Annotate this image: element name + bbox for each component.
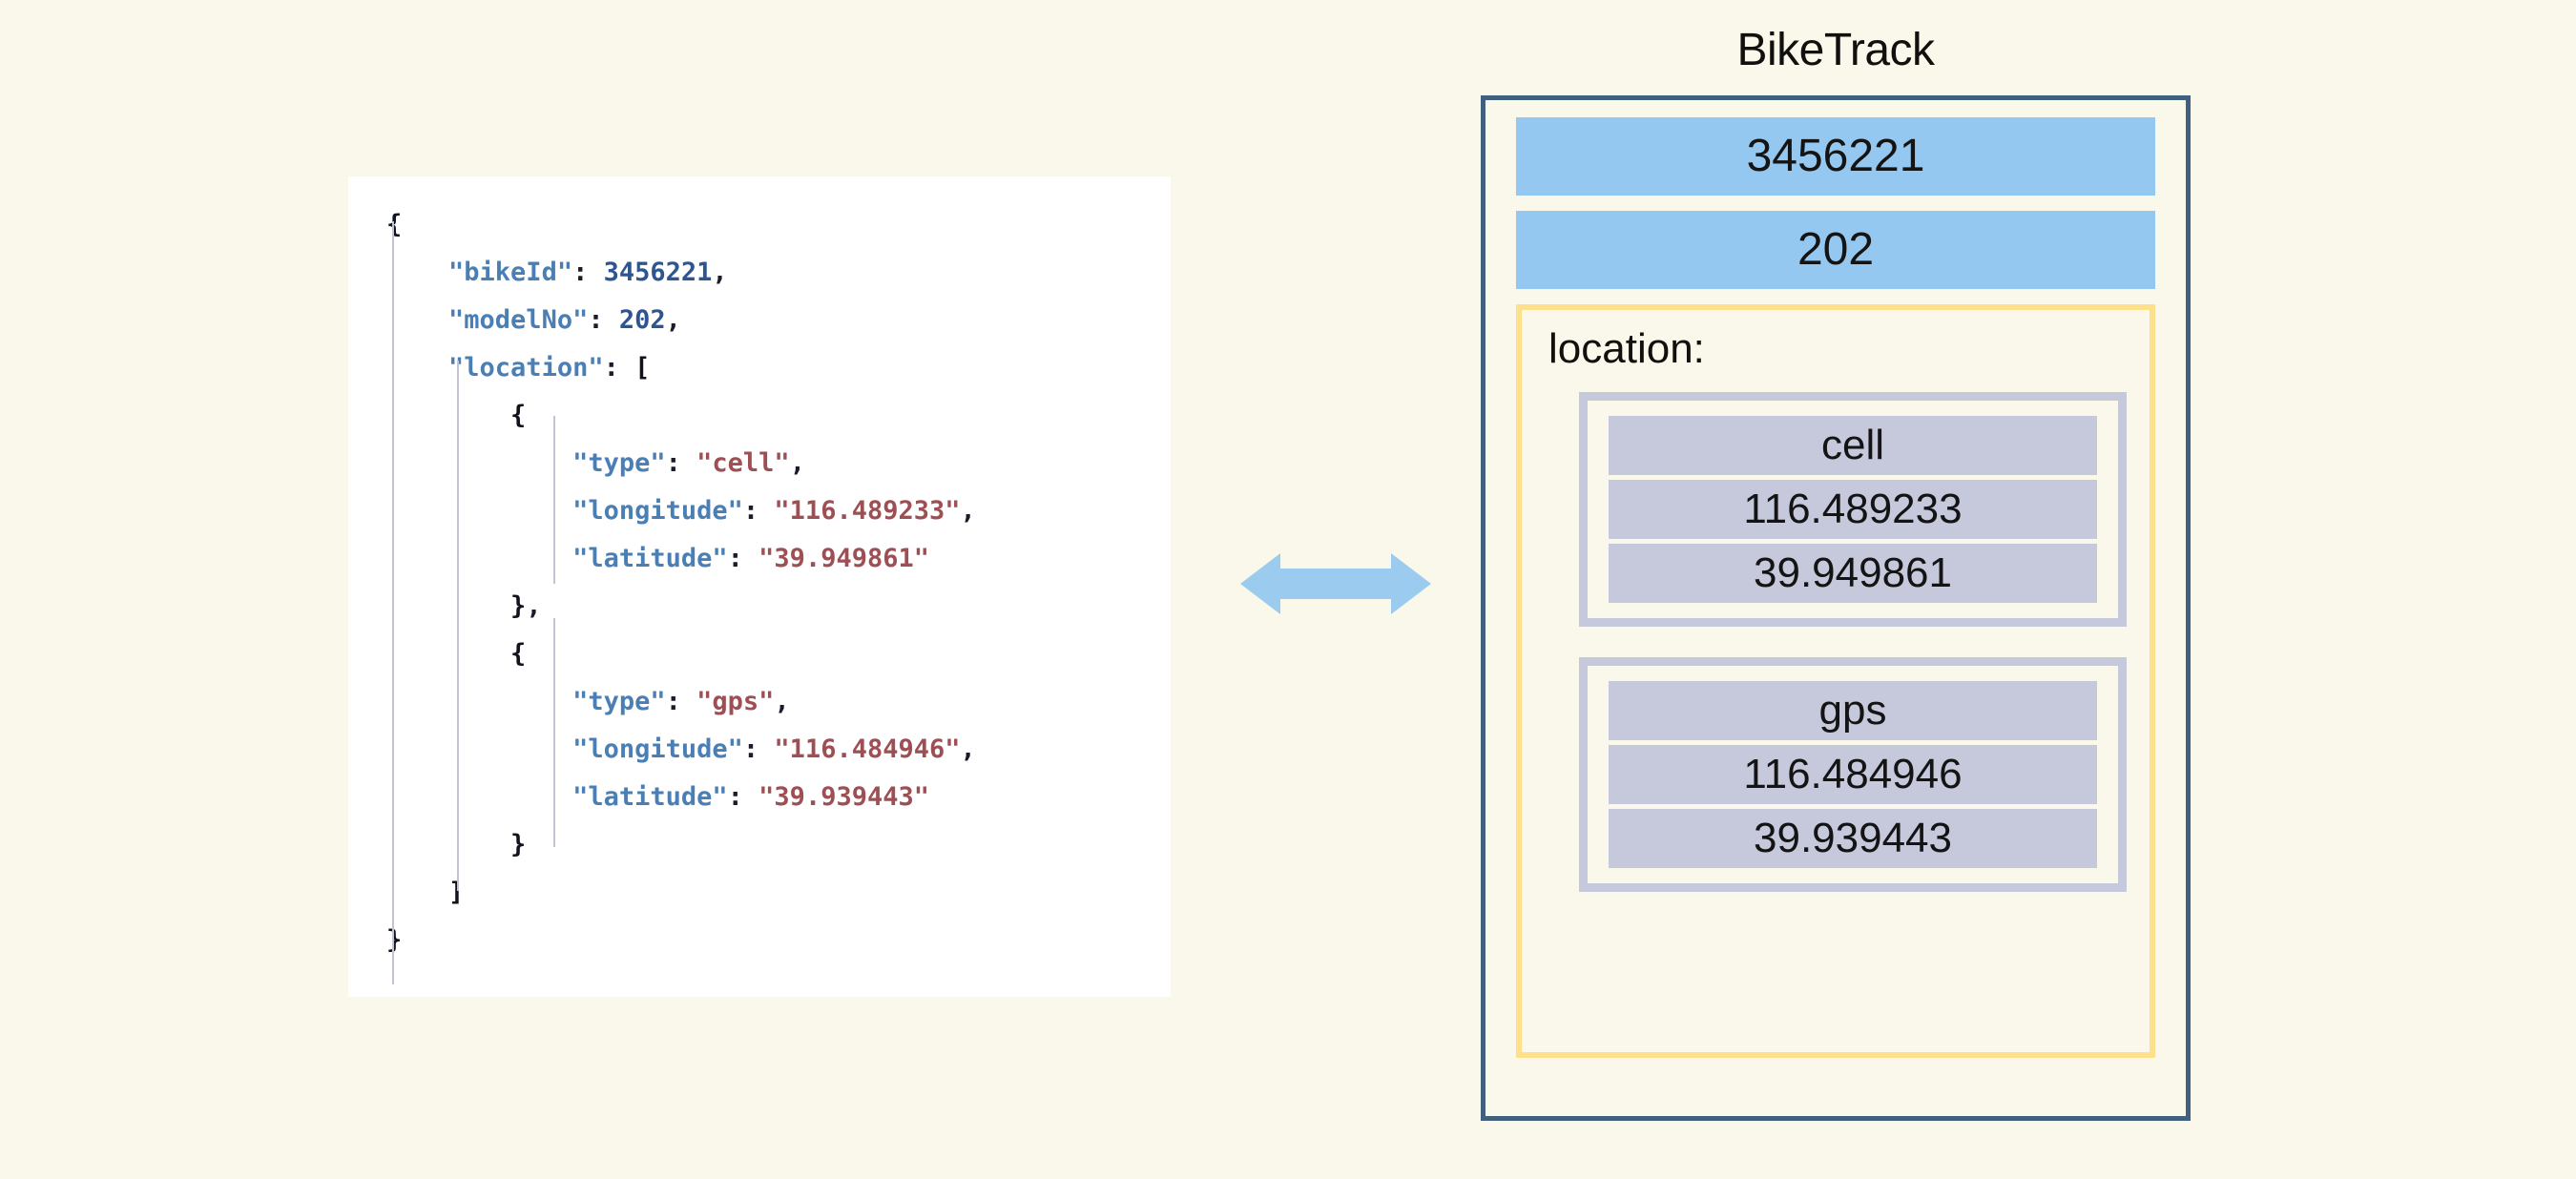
code-line: ] (348, 869, 1171, 917)
code-token-num: 3456221 (603, 258, 713, 287)
code-token-str: "39.949861" (758, 544, 929, 573)
code-line: } (348, 821, 1171, 869)
code-token-punct: , (665, 305, 681, 335)
code-line: "location": [ (348, 344, 1171, 392)
code-token-str: "116.489233" (774, 496, 961, 526)
code-token-punct: : (588, 305, 604, 335)
code-token-str: "39.939443" (758, 782, 929, 812)
code-token-str: "116.484946" (774, 734, 961, 764)
code-token-brace: ] (448, 878, 465, 907)
code-line: "type": "cell", (348, 440, 1171, 487)
code-token-num: 202 (618, 305, 666, 335)
code-token-punct: : (665, 687, 681, 716)
attr-type-gps[interactable]: gps (1609, 681, 2097, 740)
code-line: { (348, 631, 1171, 678)
double-headed-arrow-icon (1240, 553, 1431, 614)
code-token-key: "latitude" (572, 782, 728, 812)
code-token-punct: : (742, 496, 759, 526)
attr-longitude-gps[interactable]: 116.484946 (1609, 745, 2097, 804)
code-token-brace: { (510, 639, 527, 669)
code-token-brace: { (386, 210, 403, 239)
code-line: "longitude": "116.484946", (348, 726, 1171, 774)
attr-type-cell[interactable]: cell (1609, 416, 2097, 475)
indent-guide-level-2 (457, 361, 459, 891)
code-token-brace: { (510, 401, 527, 430)
code-line: "modelNo": 202, (348, 297, 1171, 344)
attr-longitude-cell[interactable]: 116.489233 (1609, 480, 2097, 539)
code-token-str: "gps" (696, 687, 775, 716)
code-token-punct: : (727, 782, 743, 812)
field-bike-id[interactable]: 3456221 (1516, 117, 2155, 196)
attr-latitude-gps[interactable]: 39.939443 (1609, 809, 2097, 868)
code-token-plain (743, 782, 758, 812)
attr-latitude-cell[interactable]: 39.949861 (1609, 544, 2097, 603)
code-line: "longitude": "116.489233", (348, 487, 1171, 535)
code-token-punct: : (603, 353, 619, 383)
code-line: "latitude": "39.939443" (348, 774, 1171, 821)
code-line: "bikeId": 3456221, (348, 249, 1171, 297)
mapping-arrow (1240, 546, 1431, 622)
json-code-lines: { "bikeId": 3456221, "modelNo": 202, "lo… (348, 201, 1171, 964)
biketrack-entity-diagram: BikeTrack 3456221 202 location: cell 116… (1481, 21, 2191, 1137)
location-label: location: (1548, 325, 1705, 372)
location-item-cell: cell 116.489233 39.949861 (1579, 392, 2127, 627)
code-token-punct: : (665, 448, 681, 478)
code-token-key: "type" (572, 687, 666, 716)
code-token-brace: } (510, 591, 527, 621)
code-line: "type": "gps", (348, 678, 1171, 726)
code-token-punct: , (789, 448, 805, 478)
code-token-punct: : (572, 258, 589, 287)
code-token-key: "longitude" (572, 496, 743, 526)
code-token-plain (758, 496, 774, 526)
code-token-key: "longitude" (572, 734, 743, 764)
code-token-key: "modelNo" (448, 305, 589, 335)
code-line: { (348, 392, 1171, 440)
code-token-key: "bikeId" (448, 258, 573, 287)
code-token-punct: , (526, 591, 542, 621)
code-token-brace: } (510, 830, 527, 859)
page-title: BikeTrack (1736, 25, 1935, 75)
code-token-key: "type" (572, 448, 666, 478)
indent-guide-level-3-cell (553, 416, 555, 584)
indent-guide-level-1 (392, 221, 394, 984)
code-token-key: "location" (448, 353, 604, 383)
code-token-plain (681, 448, 696, 478)
code-line: } (348, 917, 1171, 964)
code-token-key: "latitude" (572, 544, 728, 573)
code-token-plain (588, 258, 603, 287)
location-group: location: cell 116.489233 39.949861 gps … (1516, 304, 2155, 1058)
code-token-punct: , (712, 258, 728, 287)
json-code-panel: { "bikeId": 3456221, "modelNo": 202, "lo… (348, 176, 1171, 997)
entity-box: 3456221 202 location: cell 116.489233 39… (1481, 95, 2191, 1121)
code-token-plain (743, 544, 758, 573)
code-token-punct: , (960, 496, 976, 526)
code-token-plain (681, 687, 696, 716)
indent-guide-level-3-gps (553, 618, 555, 847)
field-model-no[interactable]: 202 (1516, 211, 2155, 289)
code-token-punct: : (727, 544, 743, 573)
code-line: { (348, 201, 1171, 249)
code-line: "latitude": "39.949861" (348, 535, 1171, 583)
code-token-plain (604, 305, 619, 335)
code-token-punct: : (742, 734, 759, 764)
code-token-plain (758, 734, 774, 764)
location-item-gps: gps 116.484946 39.939443 (1579, 657, 2127, 892)
code-token-punct: , (774, 687, 790, 716)
code-line: }, (348, 583, 1171, 631)
code-token-brace: [ (634, 353, 651, 383)
code-token-plain (619, 353, 634, 383)
code-token-punct: , (960, 734, 976, 764)
code-token-str: "cell" (696, 448, 790, 478)
code-token-brace: } (386, 925, 403, 955)
